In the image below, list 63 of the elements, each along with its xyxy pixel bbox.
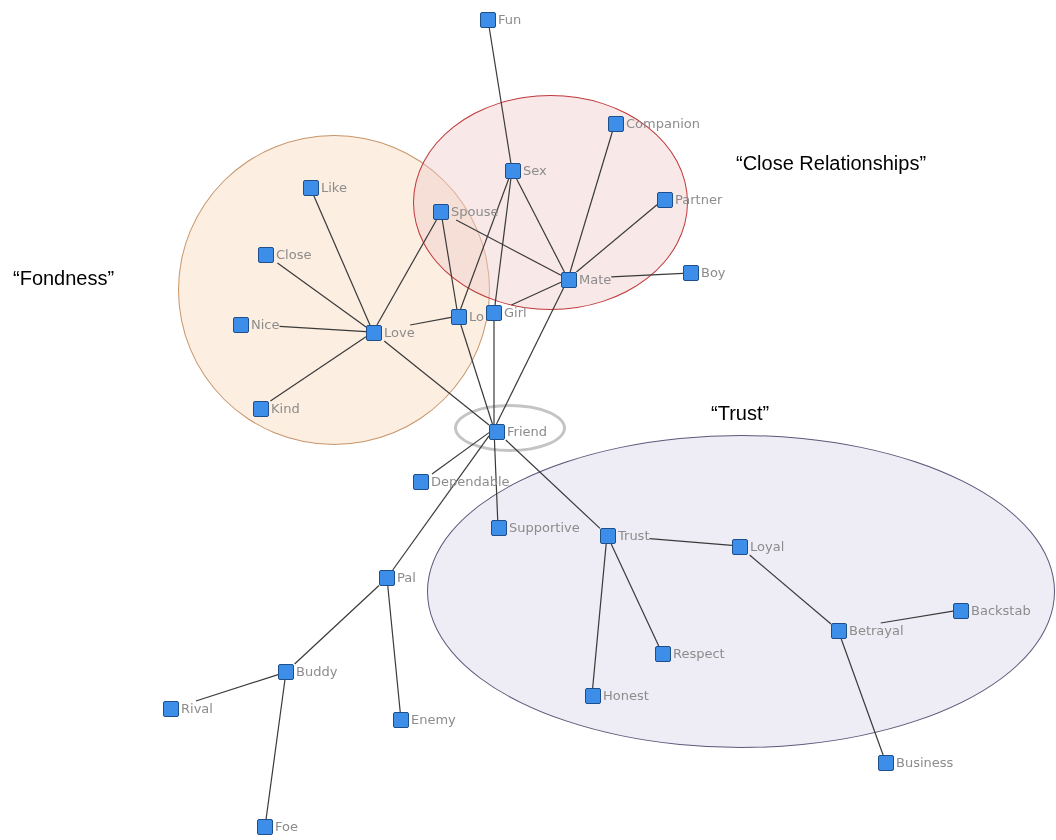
connector-line xyxy=(880,610,954,624)
connector-line xyxy=(840,638,884,756)
node-label: Backstab xyxy=(971,603,1031,619)
node-label: Supportive xyxy=(509,520,580,536)
node-label: Nice xyxy=(251,317,280,333)
node-label: Enemy xyxy=(411,712,456,728)
connector-line xyxy=(431,432,490,475)
cluster-heading: “Trust” xyxy=(711,401,770,426)
connector-line xyxy=(409,316,452,326)
connector-line xyxy=(387,585,401,713)
node-label: Business xyxy=(896,755,954,771)
connector-line xyxy=(313,195,371,326)
node-label: Pal xyxy=(397,570,416,586)
connector-line xyxy=(265,679,286,820)
node-label: Girl xyxy=(504,305,527,321)
connector-line xyxy=(495,287,565,425)
connector-line xyxy=(269,336,367,402)
connector-line xyxy=(610,272,684,278)
connector-line xyxy=(610,543,660,647)
node-label: Sex xyxy=(523,163,547,179)
node-label: Boy xyxy=(701,265,726,281)
node-label: Foe xyxy=(275,819,298,835)
cluster-heading: “Close Relationships” xyxy=(736,151,927,176)
node-label: Loyal xyxy=(750,539,785,555)
connector-line xyxy=(195,673,279,702)
connector-line xyxy=(488,27,512,164)
connector-line xyxy=(455,219,562,276)
node-label: Buddy xyxy=(296,664,338,680)
node-label: Friend xyxy=(507,424,547,440)
highlight-ring xyxy=(454,404,566,452)
connector-line xyxy=(376,219,438,326)
connector-line xyxy=(383,340,490,426)
node-label: Respect xyxy=(673,646,725,662)
node-label: Betrayal xyxy=(849,623,904,639)
connector-line xyxy=(510,281,562,306)
connector-line xyxy=(392,435,490,571)
connector-line xyxy=(749,554,832,625)
connector-line xyxy=(294,584,380,665)
connector-line xyxy=(516,178,565,273)
connector-line xyxy=(278,325,367,333)
connector-line xyxy=(460,178,510,310)
connector-line xyxy=(276,262,367,328)
connector-line xyxy=(493,320,495,425)
node-label: Like xyxy=(321,180,347,196)
node-label: Rival xyxy=(181,701,213,717)
connector-line xyxy=(575,204,658,273)
connector-line xyxy=(460,324,493,425)
node-label: Kind xyxy=(271,401,300,417)
node-label: Mate xyxy=(579,272,612,288)
connector-line xyxy=(592,543,607,689)
node-label: Love xyxy=(384,325,415,341)
node-label: Honest xyxy=(603,688,649,704)
cluster-heading: “Fondness” xyxy=(13,266,115,291)
connector-line xyxy=(505,439,601,530)
node-label: Lo xyxy=(469,309,484,325)
connector-line xyxy=(569,131,613,273)
connector-line xyxy=(494,178,512,306)
connector-line xyxy=(493,439,499,521)
node-label: Trust xyxy=(618,528,650,544)
connector-line xyxy=(441,219,458,310)
node-label: Close xyxy=(276,247,312,263)
node-label: Fun xyxy=(498,12,522,28)
connector-line xyxy=(648,537,733,546)
